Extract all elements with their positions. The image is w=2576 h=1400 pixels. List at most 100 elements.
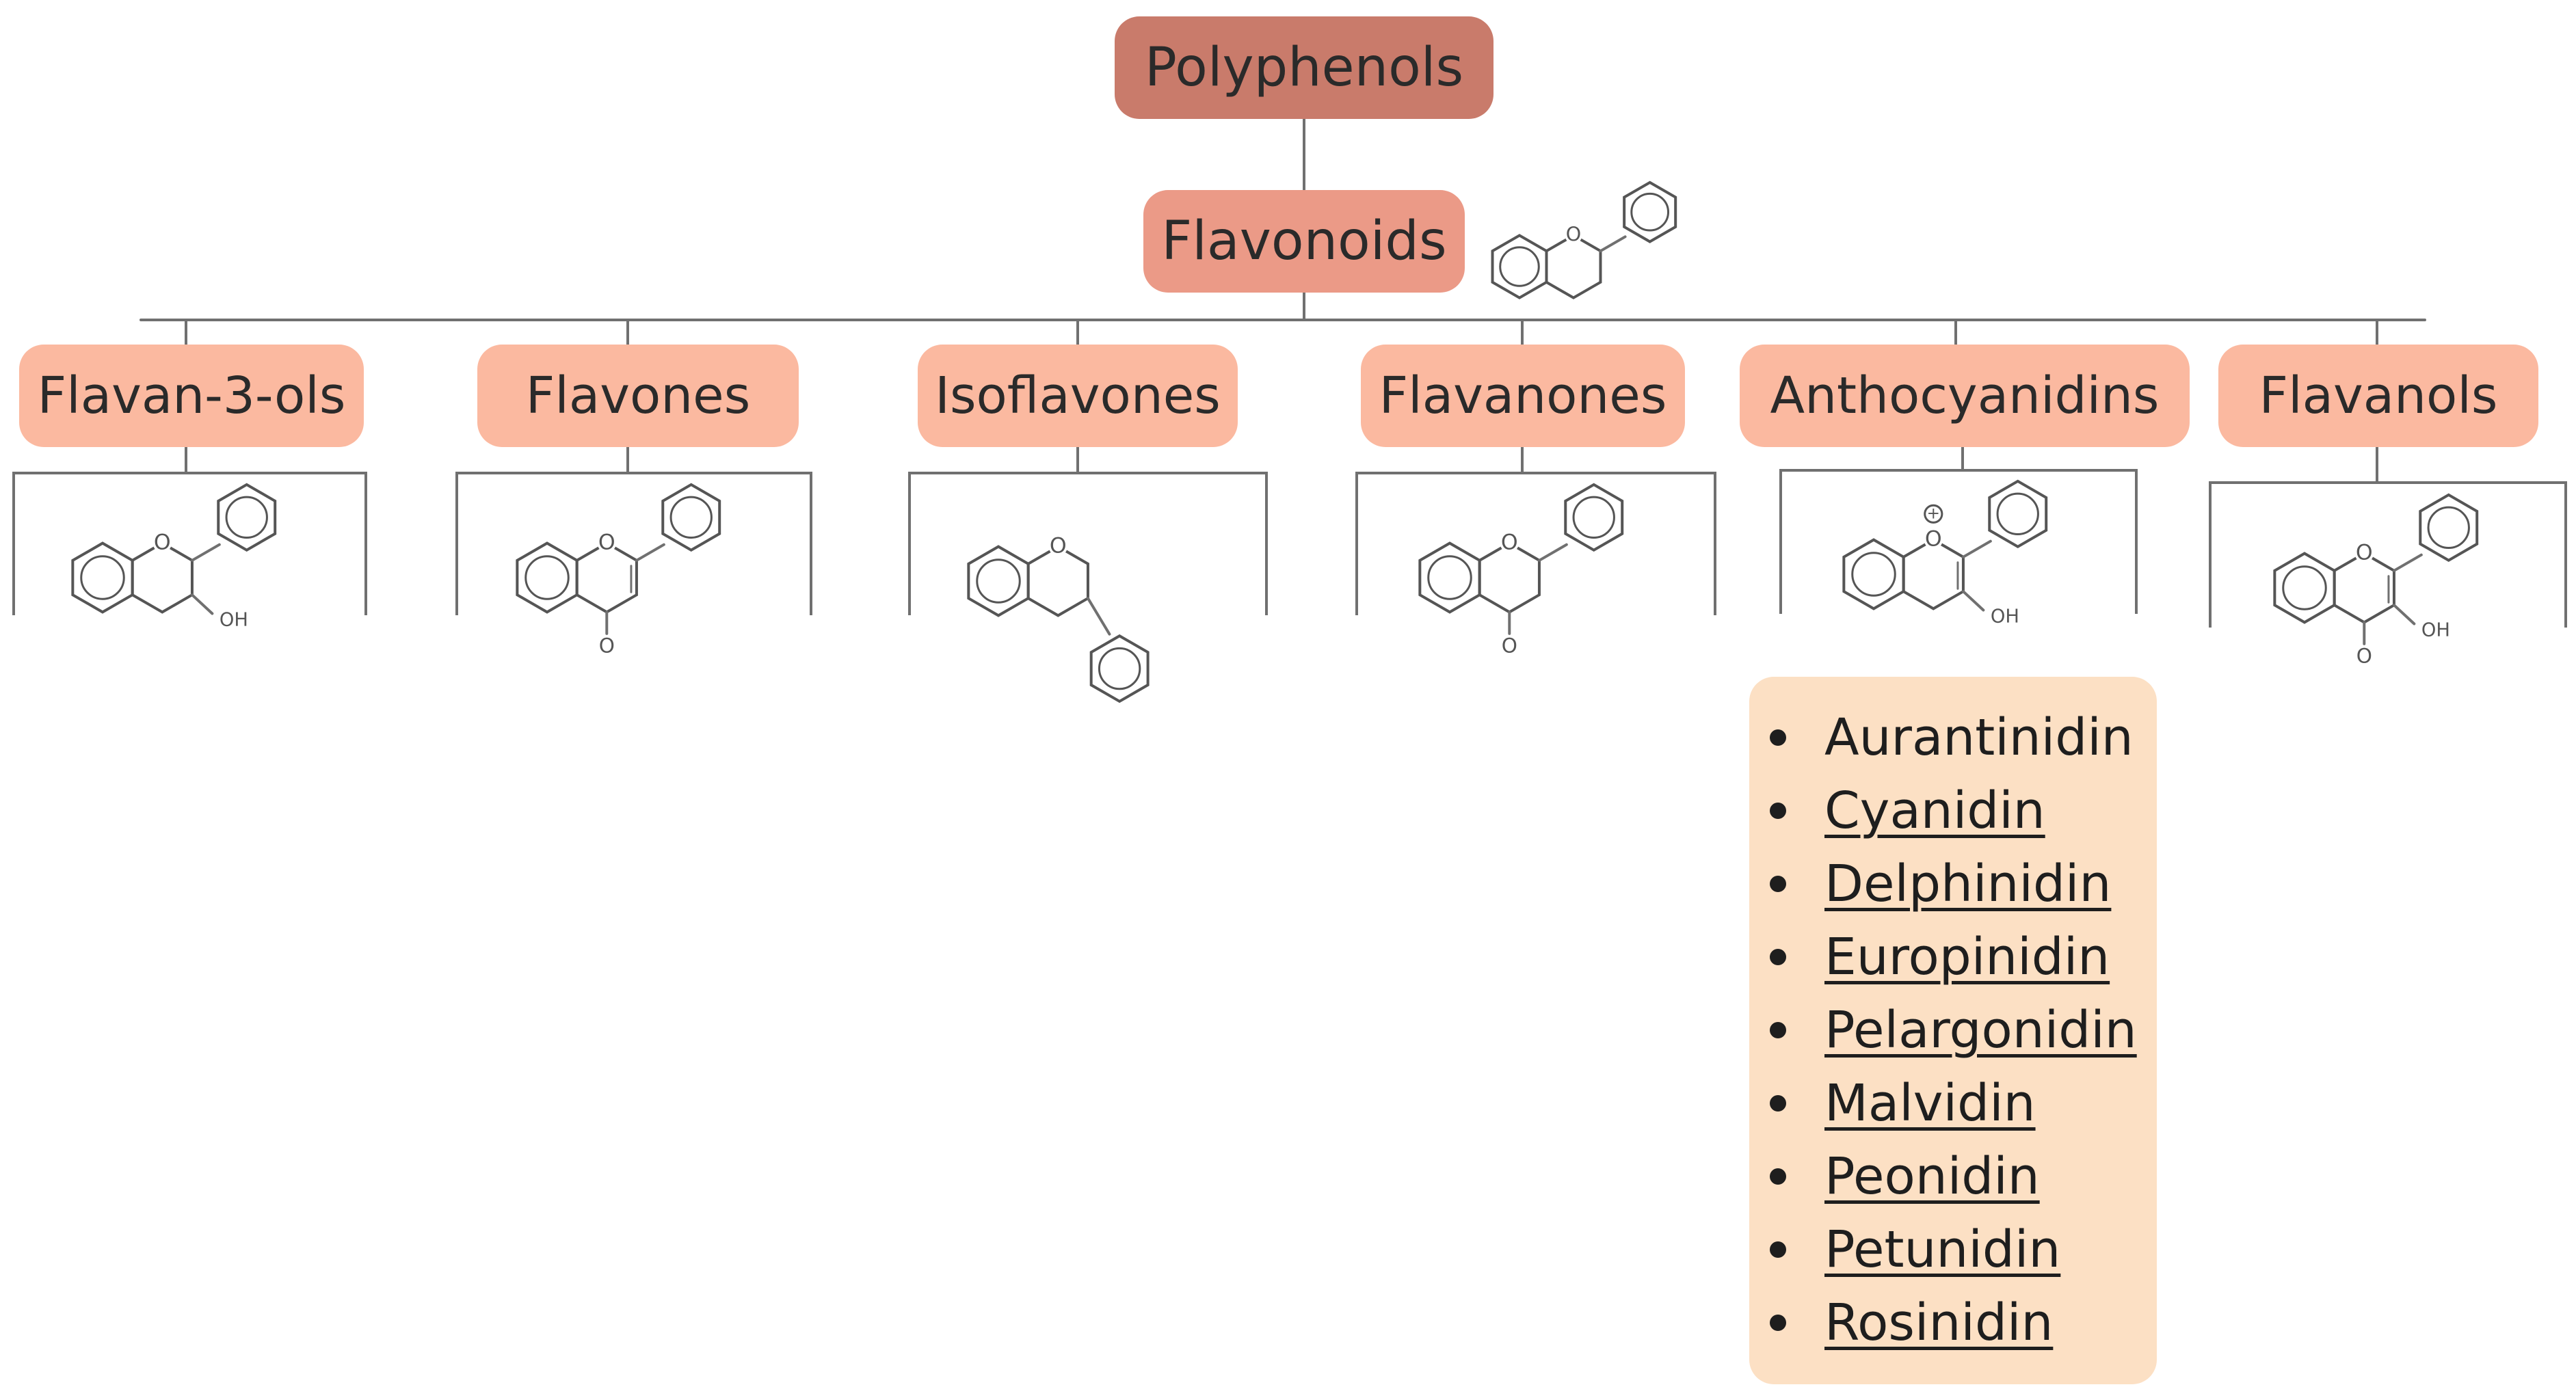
charge-circle	[1924, 504, 1943, 524]
anthocyanidin-link[interactable]: Rosinidin	[1824, 1293, 2054, 1352]
phenyl-bond	[635, 543, 665, 562]
flavones-node: Flavones	[477, 345, 799, 447]
anthocyanidin-item[interactable]: Rosinidin	[1749, 1287, 2157, 1360]
bracket-outline	[12, 472, 367, 615]
anthocyanidin-name: Aurantinidin	[1824, 708, 2134, 767]
anthocyanidins-label: Anthocyanidins	[1770, 366, 2160, 425]
phenyl-ring	[1623, 180, 1677, 243]
aromatic-circle	[669, 496, 713, 539]
flavanones-node: Flavanones	[1361, 345, 1685, 447]
carbonyl-oxygen: O	[1502, 634, 1517, 657]
structure-bracket	[1355, 446, 1716, 615]
polyphenols-node: Polyphenols	[1115, 16, 1493, 119]
structure-bracket	[2209, 446, 2567, 628]
anthocyanidin-link[interactable]: Delphinidin	[1824, 854, 2112, 913]
hydroxyl-label: OH	[220, 610, 248, 631]
flavan-core-structure-icon: O	[1491, 180, 1677, 299]
oxygen-label: O	[1925, 527, 1942, 552]
anthocyanidin-link[interactable]: Petunidin	[1824, 1220, 2061, 1279]
structure-bracket	[12, 446, 367, 615]
anthocyanidins-node: Anthocyanidins	[1740, 345, 2190, 447]
flavan-3-ol-structure-icon: O OH	[71, 483, 277, 631]
aromatic-circle	[1427, 555, 1472, 600]
oxygen-label: O	[2356, 541, 2373, 565]
hydroxyl-label: OH	[1991, 606, 2019, 628]
anthocyanidin-item[interactable]: Delphinidin	[1749, 848, 2157, 921]
flavonoids-node: Flavonoids	[1143, 190, 1465, 293]
bracket-outline	[908, 472, 1268, 615]
aromatic-circle	[1499, 246, 1540, 287]
polyphenols-label: Polyphenols	[1144, 37, 1464, 98]
phenyl-ring	[1564, 483, 1624, 552]
bracket-outline	[455, 472, 812, 615]
o-mask	[1565, 227, 1582, 244]
anthocyanidin-link[interactable]: Malvidin	[1824, 1074, 2036, 1133]
aromatic-circle	[1630, 192, 1670, 232]
flavan-3-ols-node: Flavan-3-ols	[19, 345, 364, 447]
flavanone-structure-icon: OO	[1418, 483, 1624, 657]
hydroxyl-bond	[2392, 604, 2416, 625]
anthocyanidin-item[interactable]: Pelargonidin	[1749, 994, 2157, 1067]
anthocyanidin-link[interactable]: Pelargonidin	[1824, 1001, 2137, 1060]
isoflavones-node: Isoflavones	[918, 345, 1238, 447]
oxygen-label: O	[1501, 530, 1518, 555]
oxygen-label: O	[154, 530, 171, 555]
aromatic-circle	[1572, 496, 1615, 539]
oxygen-label: O	[598, 530, 615, 555]
bracket-outline	[1355, 472, 1716, 615]
flavone-structure-icon: OO	[516, 483, 721, 657]
phenyl-bond	[1086, 597, 1111, 636]
anthocyanidin-item[interactable]: Petunidin	[1749, 1213, 2157, 1287]
anthocyanidin-link[interactable]: Europinidin	[1824, 928, 2110, 986]
o-mask	[2354, 543, 2374, 563]
structure-bracket	[908, 446, 1268, 615]
phenyl-bond	[1599, 235, 1627, 253]
flavones-label: Flavones	[525, 366, 751, 425]
aromatic-circle	[1098, 647, 1141, 690]
o-mask	[152, 533, 172, 553]
structure-bracket	[1779, 446, 2138, 614]
flavanones-label: Flavanones	[1379, 366, 1667, 425]
aromatic-circle	[2282, 565, 2327, 610]
anthocyanidin-item[interactable]: Cyanidin	[1749, 775, 2157, 848]
phenyl-bond	[190, 543, 221, 562]
bracket-outline	[1779, 469, 2138, 614]
aromatic-circle	[225, 496, 268, 539]
anthocyanidin-link[interactable]: Peonidin	[1824, 1147, 2040, 1206]
aromatic-circle	[2427, 506, 2470, 549]
phenyl-ring	[1089, 634, 1150, 703]
isoflavone-structure-icon: O	[967, 534, 1150, 703]
o-mask	[1048, 537, 1067, 556]
carbonyl-oxygen: O	[2356, 644, 2372, 667]
phenyl-bond	[1961, 539, 1992, 558]
anthocyanidin-structure-icon: O OH +	[1842, 479, 2048, 628]
flavanols-node: Flavanols	[2218, 345, 2538, 447]
anthocyanidin-item[interactable]: Peonidin	[1749, 1140, 2157, 1213]
anthocyanidin-link[interactable]: Cyanidin	[1824, 781, 2045, 840]
flavan-3-ols-label: Flavan-3-ols	[37, 366, 346, 425]
structure-bracket	[455, 446, 812, 615]
hydroxyl-bond	[190, 593, 214, 615]
bracket-outline	[2209, 481, 2567, 628]
phenyl-ring	[2419, 493, 2479, 562]
hydroxyl-bond	[1961, 590, 1985, 612]
anthocyanidin-item: Aurantinidin	[1749, 701, 2157, 775]
o-mask	[1924, 530, 1943, 550]
oxygen-label: O	[1566, 223, 1581, 245]
anthocyanidin-item[interactable]: Malvidin	[1749, 1067, 2157, 1140]
anthocyanidin-item[interactable]: Europinidin	[1749, 921, 2157, 994]
aromatic-circle	[976, 558, 1021, 604]
phenyl-ring	[1988, 479, 2048, 548]
charge-label: +	[1927, 504, 1940, 522]
carbonyl-oxygen: O	[599, 634, 615, 657]
oxygen-label: O	[1050, 534, 1067, 558]
o-mask	[1500, 533, 1519, 553]
aromatic-circle	[80, 555, 125, 600]
phenyl-ring	[661, 483, 721, 552]
pyran-ring	[1026, 545, 1089, 617]
phenyl-bond	[1537, 543, 1568, 562]
aromatic-circle	[525, 555, 570, 600]
